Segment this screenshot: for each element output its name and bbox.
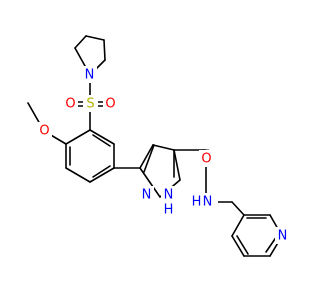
- atom-sulfonyl-o-right: O: [103, 95, 118, 112]
- atom-o-carbonyl: O: [201, 152, 211, 167]
- atom-pyrazole-nh: N H: [161, 186, 176, 218]
- atom-n-pyrazole-nh: N: [164, 188, 174, 203]
- atom-n-pyrazole: N: [142, 188, 152, 203]
- atom-sulfur: S: [83, 95, 98, 112]
- atom-amide-o: O: [199, 150, 214, 167]
- atom-n-pyridine: N: [278, 229, 288, 244]
- atom-o-methoxy: O: [39, 124, 49, 139]
- atom-o-sulfonyl-left: O: [65, 97, 75, 112]
- bonds: [27, 35, 283, 257]
- atom-n-pyrrolidine: N: [85, 68, 95, 83]
- atom-methoxy-o: O: [37, 122, 52, 139]
- atom-h-pyrazole: H: [164, 203, 174, 218]
- atom-ring-n: N: [82, 66, 97, 83]
- molecule-structure: N O S O O O N N H: [27, 35, 290, 257]
- atom-amide-nh: H N: [188, 193, 218, 210]
- atom-n-amide: N: [203, 195, 213, 210]
- atom-o-sulfonyl-right: O: [105, 97, 115, 112]
- atom-labels: N O S O O O N N H: [37, 66, 290, 244]
- atom-sulfonyl-o-left: O: [63, 95, 78, 112]
- atom-pyridine-n: N: [275, 227, 290, 244]
- atom-s: S: [86, 97, 94, 112]
- atom-h-amide: H: [192, 195, 202, 210]
- atom-pyrazole-n: N: [139, 186, 154, 203]
